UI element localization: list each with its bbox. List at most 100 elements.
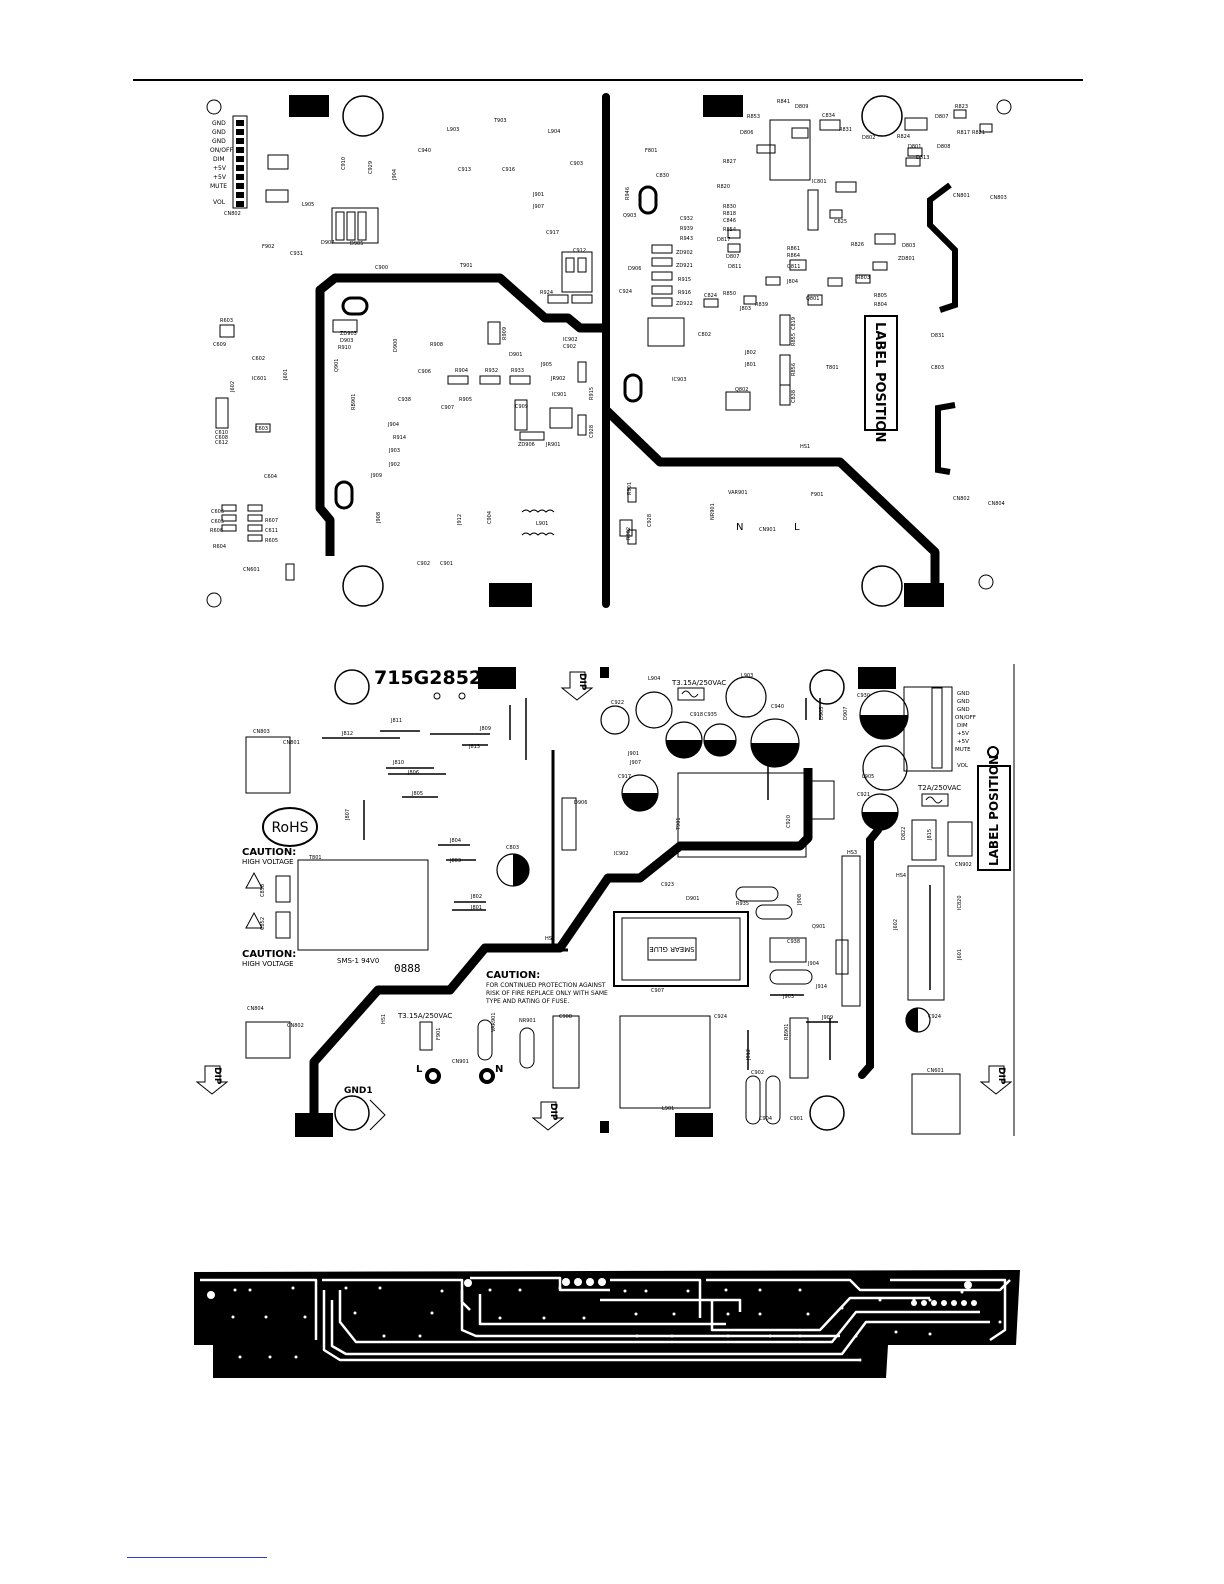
- ref-label: R603: [220, 318, 233, 324]
- ref-label: CN901: [452, 1059, 469, 1065]
- ref-label: D809: [795, 104, 808, 110]
- mounting-hole: [861, 565, 903, 607]
- top-mains-n: N: [736, 522, 743, 533]
- mounting-hole: [334, 1095, 370, 1131]
- ref-label: C612: [215, 440, 228, 446]
- rohs-logo: [262, 807, 318, 847]
- fiducial: [978, 574, 994, 590]
- ref-label: IC903: [672, 377, 687, 383]
- top-pin-label: GND: [212, 138, 226, 145]
- fiducial: [206, 592, 222, 608]
- ref-label: D900: [393, 339, 399, 352]
- ref-label: R841: [777, 99, 790, 105]
- ref-label: CN901: [759, 527, 776, 533]
- ref-label: HS1: [381, 1014, 387, 1024]
- ref-label: Q901: [334, 359, 340, 372]
- isolation-line: [602, 406, 940, 585]
- ref-label: C903: [570, 161, 583, 167]
- top-pin-label: DIM: [213, 156, 225, 163]
- ref-label: J903: [388, 448, 400, 454]
- jumper-wires: [322, 698, 931, 1070]
- fuse-body: [419, 1021, 433, 1051]
- slot: [341, 296, 369, 316]
- high-voltage-icon: [245, 911, 263, 929]
- ref-label: C930: [857, 693, 870, 699]
- ul-mark: SMS-1 94V0: [337, 957, 379, 965]
- ref-label: F902: [262, 244, 274, 250]
- transformer-outline: [621, 917, 741, 981]
- ref-label: CN801: [283, 740, 300, 746]
- ref-label: C904: [759, 1116, 772, 1122]
- ref-label: C924: [714, 1014, 727, 1020]
- fuse-body: [677, 687, 705, 701]
- ref-label: R904: [455, 368, 468, 374]
- ref-label: C940: [418, 148, 431, 154]
- ref-label: VAR901: [728, 490, 748, 496]
- top-marker-block: [289, 95, 329, 117]
- ref-label: R901: [627, 482, 633, 495]
- ref-label: ZD922: [676, 301, 693, 307]
- gnd1-label: GND1: [344, 1086, 373, 1096]
- top-marker-block: [489, 583, 532, 607]
- ref-label: J907: [532, 204, 544, 210]
- dip-marker: DIP: [531, 1101, 565, 1131]
- ref-label: CN802: [953, 496, 970, 502]
- ref-label: NR901: [519, 1018, 536, 1024]
- marker-block: [858, 667, 896, 689]
- ref-label: J912: [746, 1049, 752, 1061]
- fuse-rating-main: T3.15A/250VAC: [671, 679, 726, 687]
- dip-marker: DIP: [195, 1065, 229, 1095]
- ref-label: R826: [851, 242, 864, 248]
- bottom-pin-label: MUTE: [955, 747, 971, 753]
- ref-label: C917: [618, 774, 631, 780]
- ref-label: J902: [388, 462, 400, 468]
- ref-label: D905: [819, 707, 825, 720]
- ref-label: C928: [647, 514, 653, 527]
- ref-label: C846: [723, 218, 736, 224]
- coil-symbol: [521, 532, 555, 536]
- ref-label: C924: [619, 289, 632, 295]
- board-code: 715G2852-2: [374, 667, 503, 689]
- ref-label: C830: [656, 173, 669, 179]
- marker-block: [675, 1113, 713, 1137]
- ref-label: CN803: [990, 195, 1007, 201]
- ref-label: J909: [821, 1015, 833, 1021]
- marker-block: [600, 1121, 609, 1133]
- ref-label: J809: [479, 726, 491, 732]
- isolation-line: [858, 826, 882, 1079]
- ref-label: J903: [782, 994, 794, 1000]
- ref-label: JR901: [545, 442, 561, 448]
- ref-label: T901: [676, 817, 682, 831]
- ref-label: C802: [698, 332, 711, 338]
- ref-label: C907: [651, 988, 664, 994]
- ref-label: HS3: [847, 850, 857, 856]
- ref-label: CN802: [287, 1023, 304, 1029]
- ref-label: R932: [485, 368, 498, 374]
- bottom-mains-n: N: [495, 1064, 503, 1075]
- fiducial: [433, 692, 441, 700]
- fire-caution-title: CAUTION:: [486, 970, 540, 981]
- smear-glue-text: SMEAR GLUE: [649, 945, 694, 953]
- ref-label: ZD906: [518, 442, 535, 448]
- isolation-line: [935, 402, 956, 475]
- ref-label: J804: [449, 838, 461, 844]
- ref-label: J905: [540, 362, 552, 368]
- ref-label: R824: [897, 134, 910, 140]
- ref-label: J602: [893, 919, 899, 931]
- ref-label: J914: [815, 984, 827, 990]
- ref-label: J904: [807, 961, 819, 967]
- ref-label: L905: [862, 774, 874, 780]
- ref-label: C935: [704, 712, 717, 718]
- top-pin-label: GND: [212, 120, 226, 127]
- connector-pins: [236, 120, 244, 207]
- ref-label: C609: [213, 342, 226, 348]
- ref-label: D813: [916, 155, 929, 161]
- ref-label: D808: [937, 144, 950, 150]
- ref-label: CN803: [253, 729, 270, 735]
- ref-label: C901: [440, 561, 453, 567]
- ref-label: R821: [972, 130, 985, 136]
- ref-label: L901: [536, 521, 548, 527]
- fire-caution-line: FOR CONTINUED PROTECTION AGAINST: [486, 982, 606, 989]
- ref-label: J807: [345, 809, 351, 821]
- ref-label: R805: [874, 293, 887, 299]
